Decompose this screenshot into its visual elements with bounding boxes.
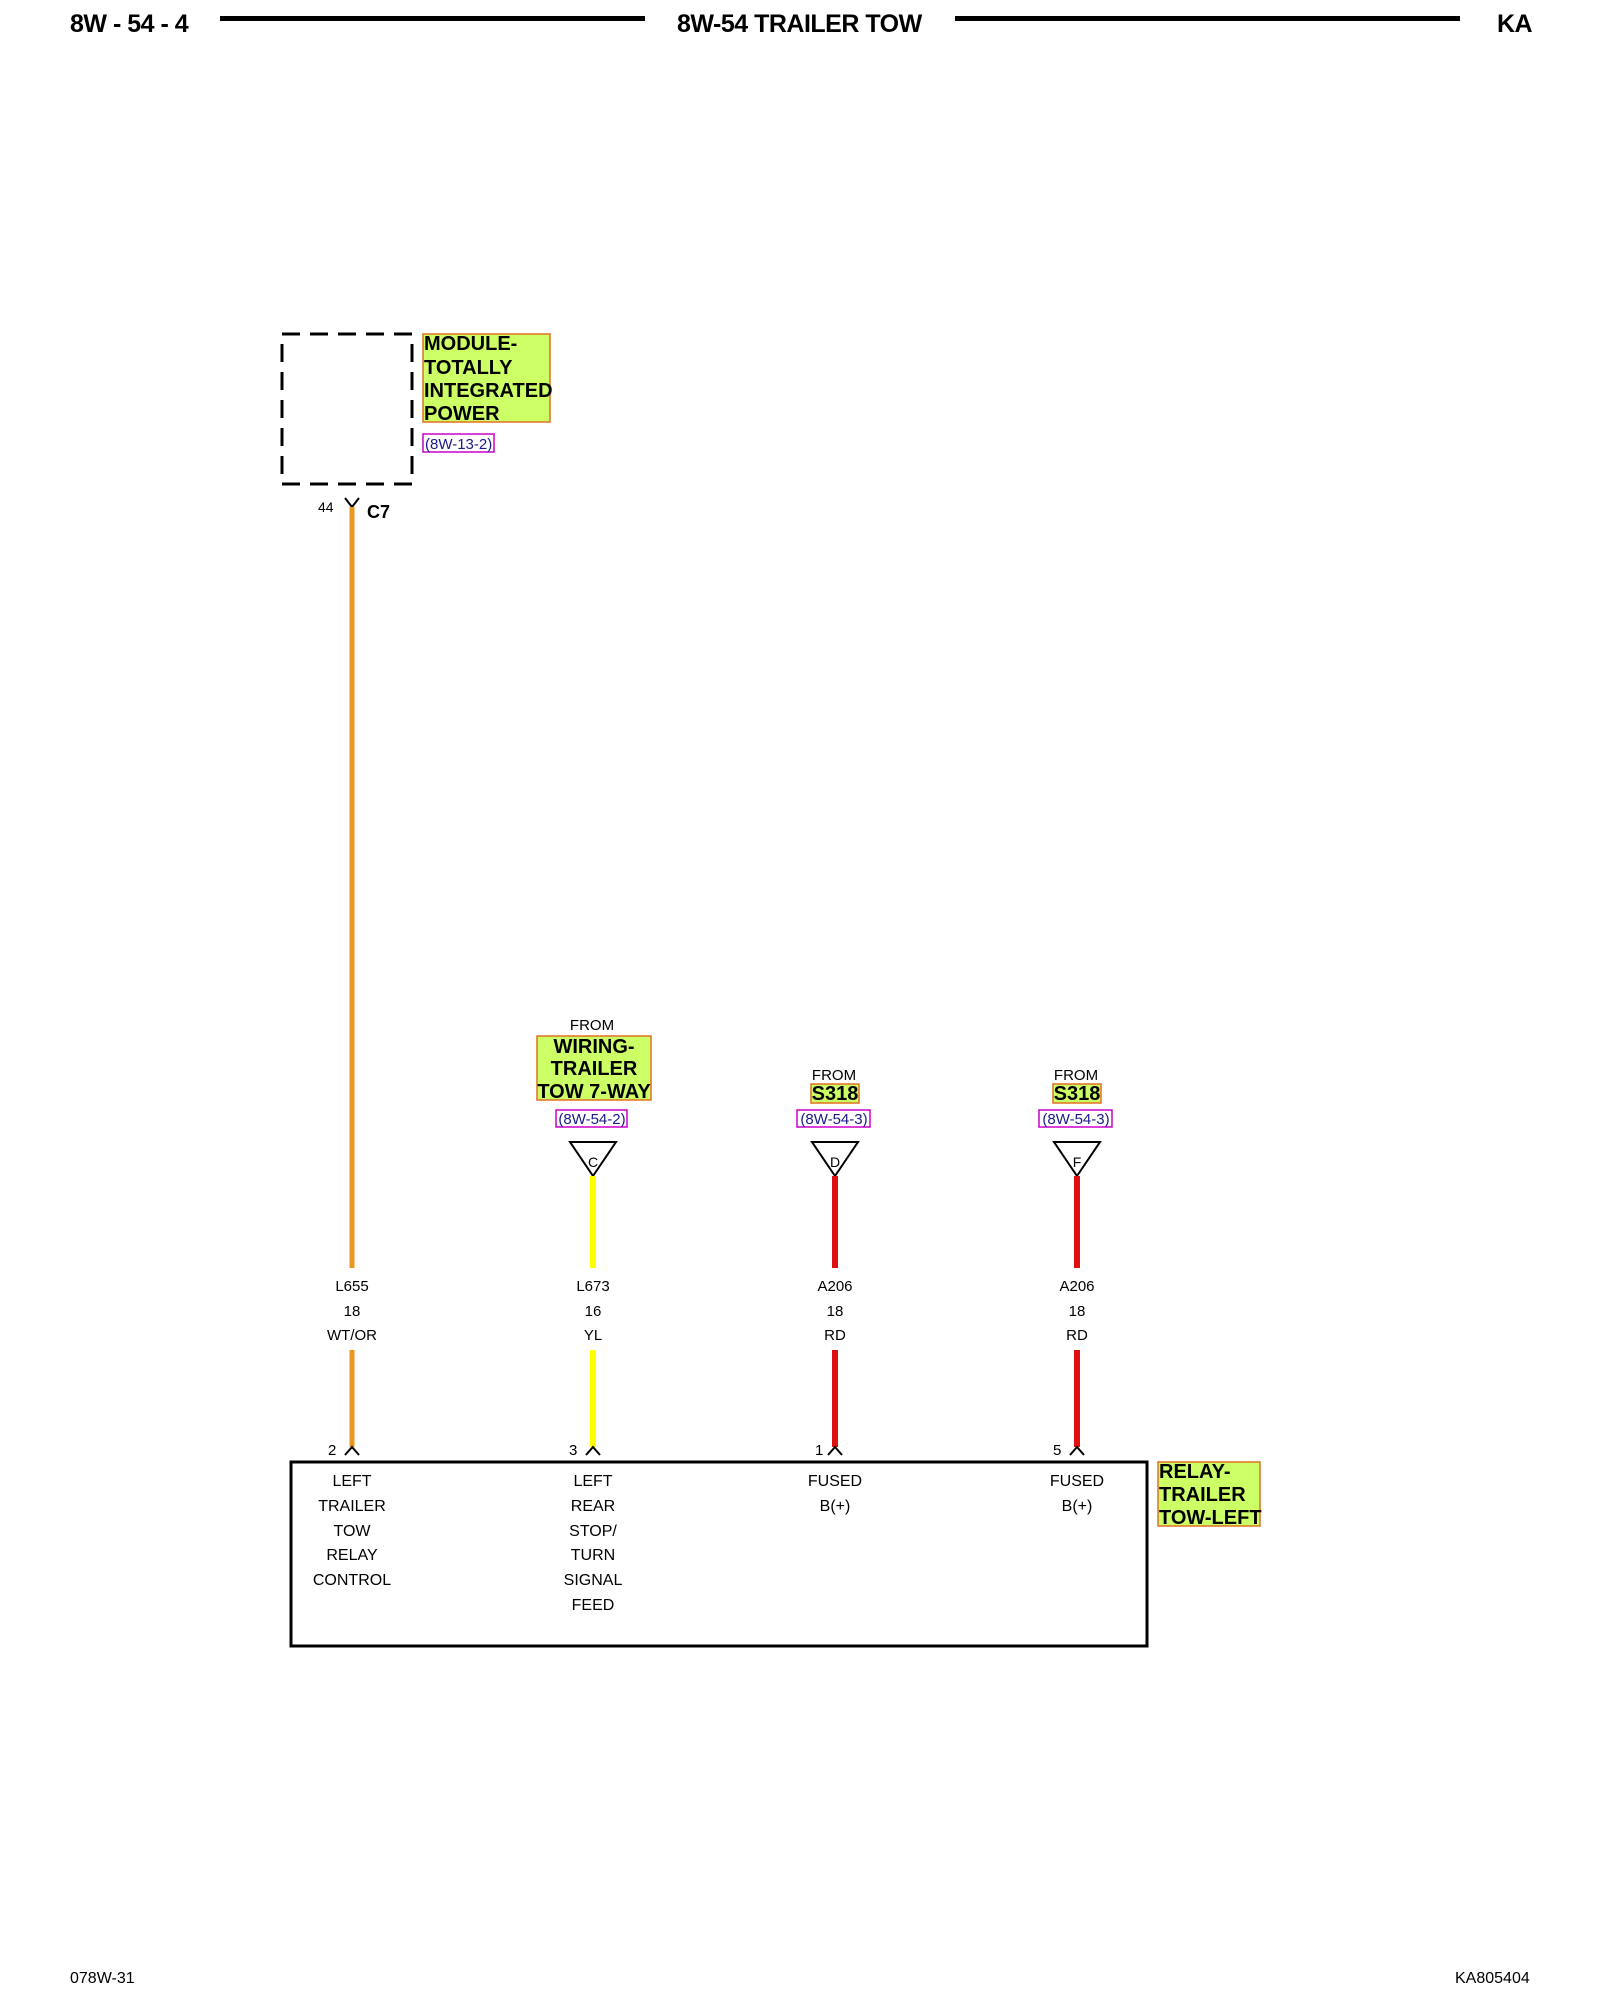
pin-desc-line: FUSED <box>808 1473 862 1490</box>
module-label-highlight <box>422 333 551 423</box>
relay-pin-1-desc: FUSED B(+) <box>808 1473 862 1515</box>
source-s318-f: FROM S318 (8W-54-3) F <box>1038 1067 1113 1178</box>
wire-circuit: L673 <box>576 1278 609 1295</box>
wire-label-a206-f: A206 18 RD <box>1059 1278 1094 1344</box>
wire-circuit: L655 <box>335 1278 368 1295</box>
source-label-highlight <box>810 1083 860 1104</box>
module-label-line-3: INTEGRATED <box>424 380 553 402</box>
model-code: KA <box>1497 10 1533 38</box>
wire-circuit: A206 <box>1059 1278 1094 1295</box>
pin-desc-line: TOW <box>333 1523 371 1540</box>
module-ref-box[interactable] <box>422 433 495 453</box>
relay-pin-connector <box>827 1445 843 1456</box>
wire-color-code: RD <box>824 1327 846 1344</box>
footer-right-code: KA805404 <box>1455 1970 1530 1987</box>
source-ref-box[interactable] <box>555 1109 628 1128</box>
relay-body <box>289 1460 1149 1648</box>
module-label-line-4: POWER <box>424 403 500 425</box>
pin-desc-line: REAR <box>571 1498 615 1515</box>
relay-label-line-1: RELAY- <box>1159 1461 1231 1483</box>
relay-label-highlight <box>1157 1461 1261 1527</box>
relay-label-line-3: TOW-LEFT <box>1159 1507 1262 1529</box>
relay-pin-2-desc: LEFT TRAILER TOW RELAY CONTROL <box>313 1473 391 1589</box>
pin-desc-line: TURN <box>571 1547 615 1564</box>
wire-gauge: 18 <box>344 1303 361 1320</box>
pin-desc-line: B(+) <box>820 1498 851 1515</box>
source-name-line-1: S318 <box>1054 1083 1101 1105</box>
relay-pin-number: 3 <box>569 1442 577 1459</box>
relay-pin-number: 2 <box>328 1442 336 1459</box>
pin-desc-line: RELAY <box>326 1547 378 1564</box>
c7-connector-label: C7 <box>367 502 390 522</box>
source-from-label: FROM <box>812 1067 856 1084</box>
pin-desc-line: B(+) <box>1062 1498 1093 1515</box>
wire-label-l673: L673 16 YL <box>576 1278 609 1344</box>
source-connector-letter: C <box>588 1154 598 1170</box>
pin-desc-line: FUSED <box>1050 1473 1104 1490</box>
source-ref-link[interactable]: (8W-54-2) <box>558 1111 625 1128</box>
relay-pin-3-desc: LEFT REAR STOP/ TURN SIGNAL FEED <box>564 1473 623 1614</box>
relay-pin-number: 5 <box>1053 1442 1061 1459</box>
source-name-line-1: S318 <box>812 1083 859 1105</box>
pin-desc-line: STOP/ <box>569 1523 617 1540</box>
relay-pin-5-desc: FUSED B(+) <box>1050 1473 1104 1515</box>
wire-gauge: 16 <box>585 1303 602 1320</box>
pin-desc-line: TRAILER <box>318 1498 386 1515</box>
wire-label-a206-d: A206 18 RD <box>817 1278 852 1344</box>
footer-left-code: 078W-31 <box>70 1970 135 1987</box>
pin-desc-line: LEFT <box>573 1473 612 1490</box>
source-wiring-trailer-tow-7-way: FROM WIRING- TRAILER TOW 7-WAY (8W-54-2)… <box>536 1017 652 1178</box>
page-title: 8W-54 TRAILER TOW <box>677 10 922 38</box>
source-connector-letter: D <box>830 1154 840 1170</box>
source-connector-triangle <box>810 1141 860 1178</box>
source-ref-link[interactable]: (8W-54-3) <box>800 1111 867 1128</box>
source-ref-link[interactable]: (8W-54-3) <box>1042 1111 1109 1128</box>
source-label-highlight <box>1052 1083 1102 1104</box>
wire-gauge: 18 <box>827 1303 844 1320</box>
module-label-line-1: MODULE- <box>424 333 517 355</box>
wire-color-code: RD <box>1066 1327 1088 1344</box>
relay-pin-connector <box>585 1445 601 1456</box>
pin-desc-line: LEFT <box>332 1473 371 1490</box>
relay-label-line-2: TRAILER <box>1159 1484 1246 1506</box>
source-label-highlight <box>536 1035 652 1101</box>
wire-label-l655: L655 18 WT/OR <box>327 1278 377 1344</box>
source-name-line-1: WIRING- <box>553 1036 634 1058</box>
source-from-label: FROM <box>1054 1067 1098 1084</box>
source-connector-letter: F <box>1073 1154 1082 1170</box>
source-connector-triangle <box>1052 1141 1102 1178</box>
source-s318-d: FROM S318 (8W-54-3) D <box>796 1067 871 1178</box>
source-from-label: FROM <box>570 1017 614 1034</box>
relay-pin-connector <box>344 1445 360 1456</box>
source-ref-box[interactable] <box>1038 1109 1113 1128</box>
module-outline <box>280 332 414 486</box>
wire-color-code: YL <box>584 1327 602 1344</box>
source-connector-triangle <box>568 1141 618 1178</box>
wire-circuit: A206 <box>817 1278 852 1295</box>
module-pin-44: 44 <box>318 499 334 515</box>
wire-color-code: WT/OR <box>327 1327 377 1344</box>
source-ref-box[interactable] <box>796 1109 871 1128</box>
module-label-line-2: TOTALLY <box>424 357 513 379</box>
page-code: 8W - 54 - 4 <box>70 10 189 38</box>
source-name-line-2: TRAILER <box>551 1058 638 1080</box>
header-rule-right <box>955 16 1460 21</box>
wire-gauge: 18 <box>1069 1303 1086 1320</box>
source-name-line-3: TOW 7-WAY <box>537 1081 651 1103</box>
header-rule-left <box>220 16 645 21</box>
relay-pin-number: 1 <box>815 1442 823 1459</box>
relay-pin-connector <box>1069 1445 1085 1456</box>
pin-desc-line: CONTROL <box>313 1572 391 1589</box>
pin-desc-line: FEED <box>572 1597 615 1614</box>
module-ref-link[interactable]: (8W-13-2) <box>425 436 492 453</box>
pin-desc-line: SIGNAL <box>564 1572 623 1589</box>
c7-connector-symbol <box>344 497 360 509</box>
